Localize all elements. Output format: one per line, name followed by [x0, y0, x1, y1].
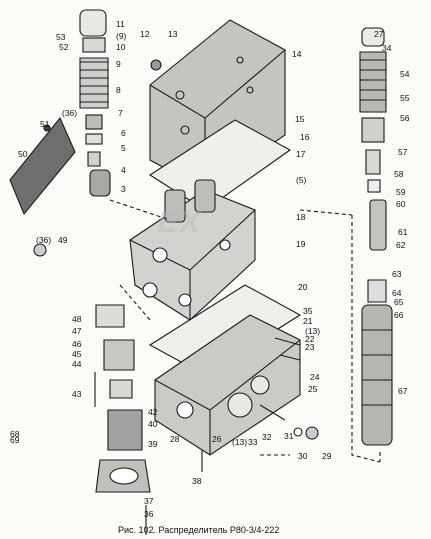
callout-label: 63	[392, 269, 402, 279]
callout-label: 19	[296, 239, 306, 249]
lower-housing	[154, 314, 301, 456]
callout-label: (36)	[62, 108, 78, 118]
callout-label: 37	[144, 496, 154, 506]
callout-label: 10	[116, 42, 126, 52]
callout-label: 64	[392, 288, 402, 298]
watermark-logo: EX	[154, 206, 206, 239]
callout-label: 51	[40, 119, 50, 129]
callout-label: 26	[212, 434, 222, 444]
callout-label: 40	[148, 419, 158, 429]
left-spool-assembly	[79, 9, 111, 197]
callout-label: 4	[121, 165, 126, 175]
callout-label: 11	[116, 19, 125, 29]
callout-label: 46	[72, 339, 82, 349]
callout-label: 57	[398, 147, 408, 157]
callout-label: (36)	[36, 235, 52, 245]
callout-label: 69	[10, 435, 20, 445]
callout-label: 62	[396, 240, 406, 250]
callout-label: 61	[398, 227, 408, 237]
callout-label: 32	[262, 432, 272, 442]
callout-label: 27	[374, 29, 384, 39]
callout-label: 55	[400, 93, 410, 103]
callout-label: 65	[394, 297, 404, 307]
callout-label: 39	[148, 439, 158, 449]
figure-caption: Рис. 102. Распределитель Р80-3/4-222	[118, 525, 280, 535]
callout-label: 38	[192, 476, 202, 486]
callout-label: 68	[10, 429, 20, 439]
callout-label: 53	[56, 32, 66, 42]
callout-label: 16	[300, 132, 310, 142]
callout-label: 49	[58, 235, 68, 245]
callout-label: 34	[382, 43, 392, 53]
callout-label: 45	[72, 349, 82, 359]
callout-label: 5	[121, 143, 126, 153]
callout-label: 59	[396, 187, 406, 197]
callout-label: 30	[298, 451, 308, 461]
callout-label: 44	[72, 359, 82, 369]
callout-label: 56	[400, 113, 410, 123]
callout-label: 43	[72, 389, 82, 399]
callout-label: 33	[248, 437, 258, 447]
callout-label: 29	[322, 451, 332, 461]
callout-label: 54	[400, 69, 410, 79]
callout-label: 24	[310, 372, 320, 382]
callout-label: 22	[305, 334, 315, 344]
callout-label: 20	[298, 282, 308, 292]
callout-label: (5)	[296, 175, 307, 185]
callout-label: 21	[303, 316, 313, 326]
callout-label: 9	[116, 59, 121, 69]
callout-label: 50	[18, 149, 28, 159]
callout-label: 12	[140, 29, 150, 39]
callout-label: 48	[72, 314, 82, 324]
callout-label: 3	[121, 184, 126, 194]
callout-label: 67	[398, 386, 408, 396]
callout-label: (13)	[232, 437, 248, 447]
callout-label: (13)	[305, 326, 321, 336]
callout-label: 18	[296, 212, 306, 222]
side-cover-plate	[9, 116, 76, 216]
right-spool-assembly	[359, 27, 393, 446]
callout-label: 35	[303, 306, 313, 316]
callout-label: 6	[121, 128, 126, 138]
callout-label: 31	[284, 431, 294, 441]
callout-label: 17	[296, 149, 306, 159]
callout-label: 60	[396, 199, 406, 209]
callout-label: (9)	[116, 31, 127, 41]
callout-label: 14	[292, 49, 302, 59]
callout-label: 7	[118, 108, 123, 118]
callout-label: 28	[170, 434, 180, 444]
callout-label: 8	[116, 85, 121, 95]
callout-label: 42	[148, 407, 158, 417]
callout-label: 52	[59, 42, 69, 52]
lower-left-spool	[95, 304, 151, 493]
callout-label: 15	[295, 114, 305, 124]
callout-label: 58	[394, 169, 404, 179]
callout-label: 25	[308, 384, 318, 394]
callout-label: 23	[305, 342, 315, 352]
callout-label: 13	[168, 29, 178, 39]
callout-label: 47	[72, 326, 82, 336]
callout-label: 36	[144, 509, 154, 519]
callout-label: 66	[394, 310, 404, 320]
valve-body	[129, 179, 256, 321]
